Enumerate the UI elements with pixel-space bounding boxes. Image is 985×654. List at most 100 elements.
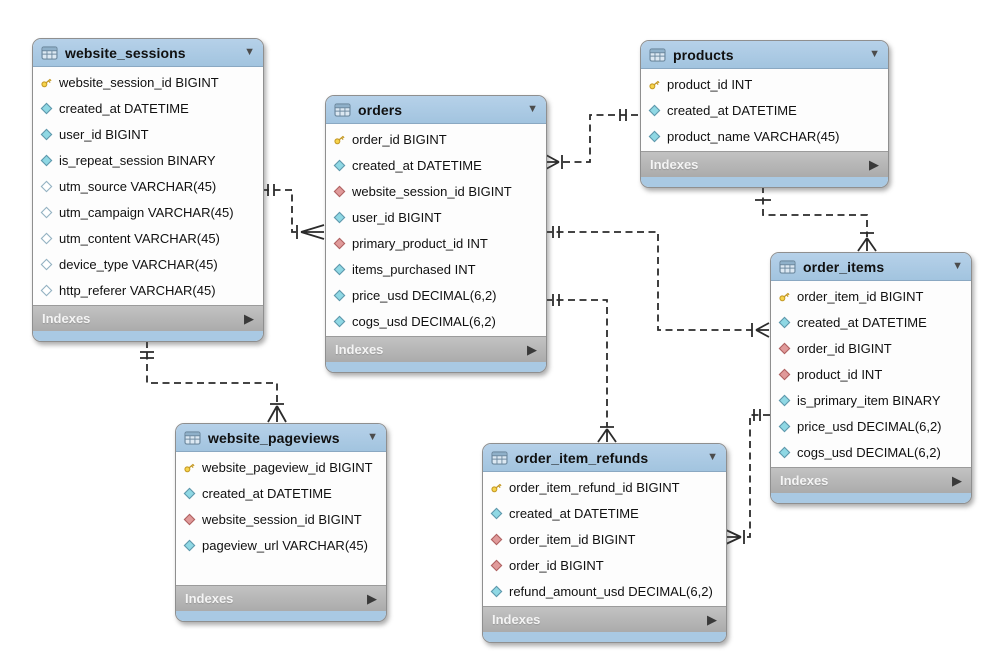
table-bottom-bar [641,177,888,187]
field-row-cogs_usd[interactable]: cogs_usd DECIMAL(6,2) [326,308,546,334]
expand-arrow-icon[interactable]: ▶ [707,612,717,627]
field-row-price_usd[interactable]: price_usd DECIMAL(6,2) [326,282,546,308]
table-header[interactable]: orders ▼ [326,96,546,124]
field-row-utm_source[interactable]: utm_source VARCHAR(45) [33,173,263,199]
field-label: pageview_url VARCHAR(45) [202,537,368,553]
table-header[interactable]: order_items ▼ [771,253,971,281]
field-row-website_session_id[interactable]: website_session_id BIGINT [33,69,263,95]
table-header[interactable]: order_item_refunds ▼ [483,444,726,472]
field-row-created_at[interactable]: created_at DATETIME [483,500,726,526]
indexes-label: Indexes [185,591,234,606]
field-row-product_id[interactable]: product_id INT [641,71,888,97]
field-row-website_pageview_id[interactable]: website_pageview_id BIGINT [176,454,386,480]
field-row-cogs_usd[interactable]: cogs_usd DECIMAL(6,2) [771,439,971,465]
indexes-label: Indexes [42,311,91,326]
field-row-order_item_refund_id[interactable]: order_item_refund_id BIGINT [483,474,726,500]
field-label: order_item_refund_id BIGINT [509,479,680,495]
column-diamond-icon [648,104,661,117]
column-diamond-icon [333,289,346,302]
field-row-items_purchased[interactable]: items_purchased INT [326,256,546,282]
field-row-order_item_id[interactable]: order_item_id BIGINT [483,526,726,552]
field-row-order_id[interactable]: order_id BIGINT [483,552,726,578]
field-row-created_at[interactable]: created_at DATETIME [771,309,971,335]
column-diamond-icon [490,507,503,520]
field-row-pageview_url[interactable]: pageview_url VARCHAR(45) [176,532,386,558]
field-row-website_session_id[interactable]: website_session_id BIGINT [326,178,546,204]
table-header[interactable]: website_pageviews ▼ [176,424,386,452]
column-diamond-icon [490,585,503,598]
field-row-order_id[interactable]: order_id BIGINT [771,335,971,361]
field-row-is_primary_item[interactable]: is_primary_item BINARY [771,387,971,413]
field-row-created_at[interactable]: created_at DATETIME [33,95,263,121]
column-diamond-icon [333,211,346,224]
table-bottom-bar [771,493,971,503]
column-diamond-icon [778,446,791,459]
field-label: user_id BIGINT [59,126,149,142]
expand-arrow-icon[interactable]: ▶ [527,342,537,357]
indexes-row[interactable]: Indexes ▶ [326,336,546,362]
field-label: is_repeat_session BINARY [59,152,216,168]
field-row-http_referer[interactable]: http_referer VARCHAR(45) [33,277,263,303]
table-website-pageviews[interactable]: website_pageviews ▼ website_pageview_id … [175,423,387,622]
chevron-down-icon[interactable]: ▼ [527,103,538,115]
expand-arrow-icon[interactable]: ▶ [869,157,879,172]
foreign-key-diamond-icon [333,237,346,250]
relationship-orders-order_items [545,226,770,338]
field-row-utm_content[interactable]: utm_content VARCHAR(45) [33,225,263,251]
nullable-column-diamond-icon [40,258,53,271]
column-diamond-icon [40,128,53,141]
expand-arrow-icon[interactable]: ▶ [952,473,962,488]
field-row-created_at[interactable]: created_at DATETIME [176,480,386,506]
field-row-product_id[interactable]: product_id INT [771,361,971,387]
table-products[interactable]: products ▼ product_id INT created_at DATE… [640,40,889,188]
indexes-row[interactable]: Indexes ▶ [771,467,971,493]
field-row-created_at[interactable]: created_at DATETIME [641,97,888,123]
relationship-website_sessions-website_pageviews [140,341,287,423]
foreign-key-diamond-icon [183,513,196,526]
indexes-row[interactable]: Indexes ▶ [483,606,726,632]
expand-arrow-icon[interactable]: ▶ [244,311,254,326]
field-row-primary_product_id[interactable]: primary_product_id INT [326,230,546,256]
table-header[interactable]: products ▼ [641,41,888,69]
table-website-sessions[interactable]: website_sessions ▼ website_session_id BI… [32,38,264,342]
table-title: order_item_refunds [515,449,649,466]
field-row-is_repeat_session[interactable]: is_repeat_session BINARY [33,147,263,173]
field-label: website_pageview_id BIGINT [202,459,373,475]
indexes-row[interactable]: Indexes ▶ [641,151,888,177]
field-label: items_purchased INT [352,261,476,277]
field-label: created_at DATETIME [509,505,639,521]
field-row-price_usd[interactable]: price_usd DECIMAL(6,2) [771,413,971,439]
field-row-refund_amount_usd[interactable]: refund_amount_usd DECIMAL(6,2) [483,578,726,604]
field-row-utm_campaign[interactable]: utm_campaign VARCHAR(45) [33,199,263,225]
field-label: product_id INT [667,76,753,92]
chevron-down-icon[interactable]: ▼ [952,260,963,272]
field-row-user_id[interactable]: user_id BIGINT [326,204,546,230]
chevron-down-icon[interactable]: ▼ [367,431,378,443]
relationship-website_sessions-orders [262,184,325,240]
field-row-product_name[interactable]: product_name VARCHAR(45) [641,123,888,149]
field-row-website_session_id[interactable]: website_session_id BIGINT [176,506,386,532]
foreign-key-diamond-icon [333,185,346,198]
foreign-key-diamond-icon [778,368,791,381]
field-row-user_id[interactable]: user_id BIGINT [33,121,263,147]
table-header[interactable]: website_sessions ▼ [33,39,263,67]
column-diamond-icon [778,420,791,433]
chevron-down-icon[interactable]: ▼ [869,48,880,60]
field-row-device_type[interactable]: device_type VARCHAR(45) [33,251,263,277]
expand-arrow-icon[interactable]: ▶ [367,591,377,606]
chevron-down-icon[interactable]: ▼ [707,451,718,463]
field-row-created_at[interactable]: created_at DATETIME [326,152,546,178]
table-order-item-refunds[interactable]: order_item_refunds ▼ order_item_refund_i… [482,443,727,643]
indexes-row[interactable]: Indexes ▶ [33,305,263,331]
primary-key-icon [490,481,503,494]
primary-key-icon [40,76,53,89]
relationship-order_items-order_item_refunds [725,409,770,545]
chevron-down-icon[interactable]: ▼ [244,46,255,58]
indexes-row[interactable]: Indexes ▶ [176,585,386,611]
field-row-order_id[interactable]: order_id BIGINT [326,126,546,152]
field-row-order_item_id[interactable]: order_item_id BIGINT [771,283,971,309]
indexes-label: Indexes [492,612,541,627]
